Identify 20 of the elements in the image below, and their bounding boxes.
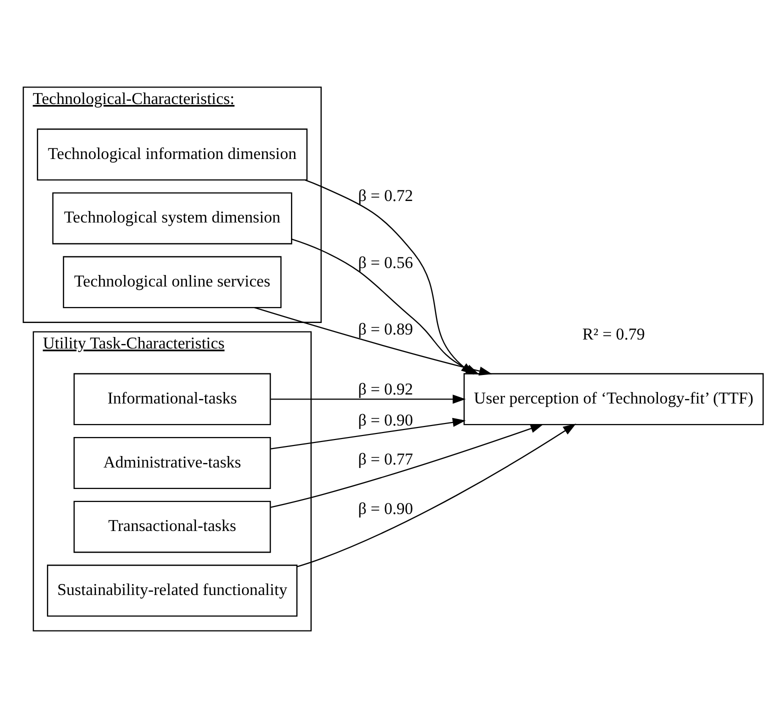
edge-label: β = 0.72 — [358, 186, 413, 205]
node-box: Technological system dimension — [52, 192, 292, 244]
arrow — [270, 418, 466, 450]
edge-label: β = 0.89 — [358, 319, 413, 338]
node-box: Technological information dimension — [36, 128, 308, 181]
arrow — [270, 394, 466, 404]
arrow — [296, 424, 576, 568]
node-box: Informational-tasks — [73, 373, 270, 426]
node-box: Administrative-tasks — [73, 437, 270, 489]
node-box: Sustainability-related functionality — [46, 564, 297, 617]
edge-label: β = 0.77 — [358, 449, 413, 468]
node-box: Transactional-tasks — [73, 500, 270, 553]
arrow — [270, 424, 544, 508]
edge-label: β = 0.90 — [358, 499, 413, 518]
label: R² = 0.79 — [582, 324, 644, 344]
node-box: User perception of ‘Technology-fit’ (TTF) — [463, 373, 764, 426]
node-box: Technological online services — [62, 256, 282, 308]
edge-label: β = 0.92 — [358, 380, 413, 399]
edge-label: β = 0.90 — [358, 410, 413, 430]
edge-label: β = 0.56 — [358, 253, 413, 272]
